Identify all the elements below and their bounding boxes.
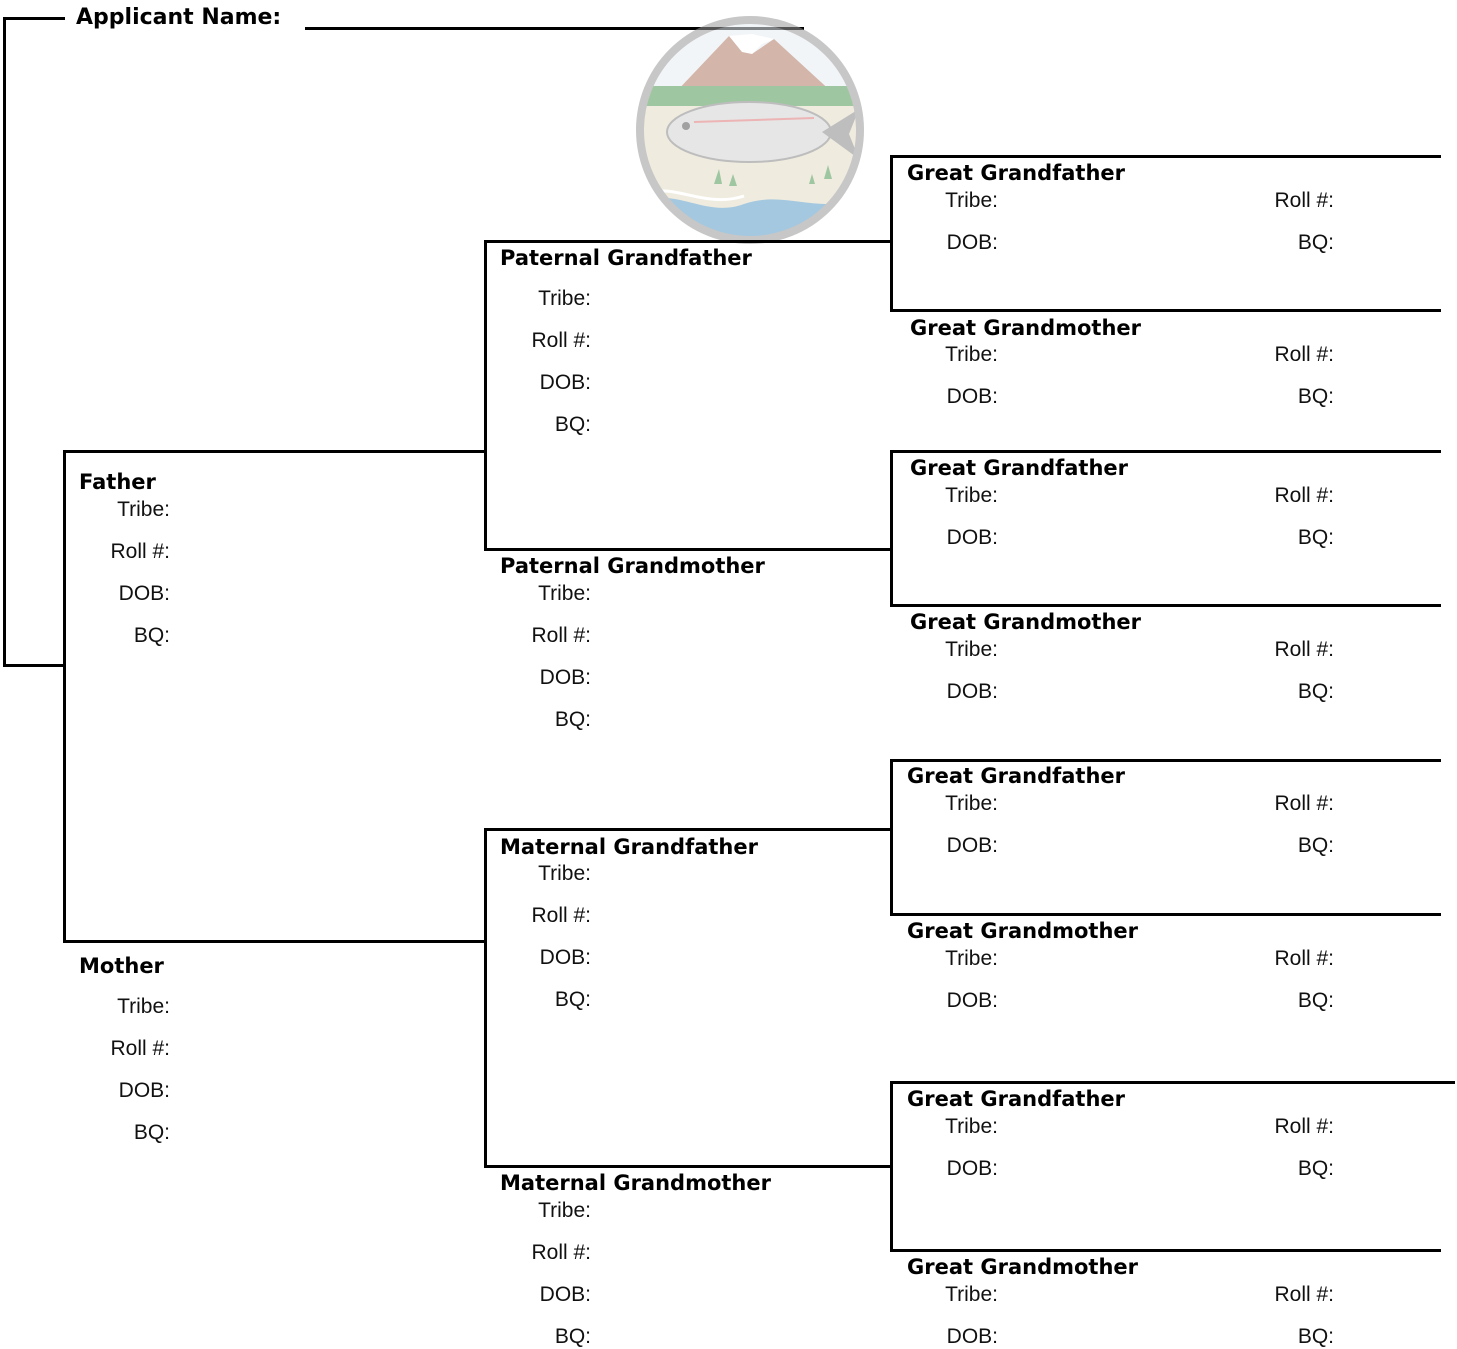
mother-tribe-label: Tribe:	[117, 995, 170, 1018]
maternal-grandmother-title: Maternal Grandmother	[500, 1171, 771, 1195]
gg-line-3	[890, 450, 1441, 453]
paternal-grandfather-line	[484, 240, 893, 243]
gg1-tribe-label: Tribe:	[945, 189, 998, 212]
father-title: Father	[79, 470, 156, 494]
gg3-bq-label: BQ:	[1297, 526, 1334, 549]
gg6-dob-label: DOB:	[946, 989, 998, 1012]
tribal-seal-logo	[636, 16, 864, 244]
pgf-tribe-label: Tribe:	[538, 287, 591, 310]
maternal-grandfather-title: Maternal Grandfather	[500, 835, 758, 859]
paternal-grandmother-line	[484, 548, 893, 551]
pgf-roll-label: Roll #:	[531, 329, 591, 352]
mgf-tribe-label: Tribe:	[538, 862, 591, 885]
gg-line-4	[890, 604, 1441, 607]
gg8-tribe-label: Tribe:	[945, 1283, 998, 1306]
mgf-dob-label: DOB:	[539, 946, 591, 969]
gg5-bq-label: BQ:	[1297, 834, 1334, 857]
gg5-title: Great Grandfather	[907, 764, 1125, 788]
gg1-title: Great Grandfather	[907, 161, 1125, 185]
gg2-roll-label: Roll #:	[1274, 343, 1334, 366]
gg-line-1	[890, 155, 1441, 158]
gg-bracket-3	[890, 759, 893, 916]
pgf-dob-label: DOB:	[539, 371, 591, 394]
gg6-roll-label: Roll #:	[1274, 947, 1334, 970]
mother-line	[63, 940, 487, 943]
mgm-tribe-label: Tribe:	[538, 1199, 591, 1222]
mother-dob-label: DOB:	[118, 1079, 170, 1102]
mgm-roll-label: Roll #:	[531, 1241, 591, 1264]
gg6-bq-label: BQ:	[1297, 989, 1334, 1012]
applicant-name-label: Applicant Name:	[76, 5, 282, 30]
gg4-title: Great Grandmother	[910, 610, 1141, 634]
mgm-bq-label: BQ:	[554, 1325, 591, 1348]
gg8-dob-label: DOB:	[946, 1325, 998, 1348]
gg2-dob-label: DOB:	[946, 385, 998, 408]
gg-bracket-4	[890, 1081, 893, 1252]
gg2-tribe-label: Tribe:	[945, 343, 998, 366]
mother-title: Mother	[79, 954, 164, 978]
gg-line-6	[890, 913, 1441, 916]
father-tribe-label: Tribe:	[117, 498, 170, 521]
gg3-dob-label: DOB:	[946, 526, 998, 549]
pgf-bq-label: BQ:	[554, 413, 591, 436]
gg4-bq-label: BQ:	[1297, 680, 1334, 703]
gg2-title: Great Grandmother	[910, 316, 1141, 340]
father-bq-label: BQ:	[133, 624, 170, 647]
gg6-tribe-label: Tribe:	[945, 947, 998, 970]
gg4-roll-label: Roll #:	[1274, 638, 1334, 661]
gg5-dob-label: DOB:	[946, 834, 998, 857]
mgf-roll-label: Roll #:	[531, 904, 591, 927]
maternal-grandmother-line	[484, 1165, 893, 1168]
gg-bracket-1	[890, 155, 893, 312]
gg1-dob-label: DOB:	[946, 231, 998, 254]
gg5-roll-label: Roll #:	[1274, 792, 1334, 815]
pgm-dob-label: DOB:	[539, 666, 591, 689]
gg6-title: Great Grandmother	[907, 919, 1138, 943]
gg7-dob-label: DOB:	[946, 1157, 998, 1180]
parents-bracket-vertical	[63, 450, 66, 942]
gg-bracket-2	[890, 450, 893, 607]
gg5-tribe-label: Tribe:	[945, 792, 998, 815]
paternal-grandmother-title: Paternal Grandmother	[500, 554, 765, 578]
paternal-bracket-vertical	[484, 240, 487, 551]
maternal-bracket-vertical	[484, 828, 487, 1168]
gg1-bq-label: BQ:	[1297, 231, 1334, 254]
gg4-dob-label: DOB:	[946, 680, 998, 703]
gg7-bq-label: BQ:	[1297, 1157, 1334, 1180]
father-roll-label: Roll #:	[110, 540, 170, 563]
gg-line-7	[890, 1081, 1455, 1084]
pgm-bq-label: BQ:	[554, 708, 591, 731]
maternal-grandfather-line	[484, 828, 893, 831]
gg8-bq-label: BQ:	[1297, 1325, 1334, 1348]
gg7-title: Great Grandfather	[907, 1087, 1125, 1111]
pgm-tribe-label: Tribe:	[538, 582, 591, 605]
applicant-name-field[interactable]	[305, 27, 804, 30]
paternal-grandfather-title: Paternal Grandfather	[500, 246, 752, 270]
mgf-bq-label: BQ:	[554, 988, 591, 1011]
gg8-roll-label: Roll #:	[1274, 1283, 1334, 1306]
mother-roll-label: Roll #:	[110, 1037, 170, 1060]
mgm-dob-label: DOB:	[539, 1283, 591, 1306]
gg7-roll-label: Roll #:	[1274, 1115, 1334, 1138]
applicant-bracket-top	[3, 17, 65, 20]
gg2-bq-label: BQ:	[1297, 385, 1334, 408]
applicant-bracket-bottom	[3, 664, 65, 667]
father-dob-label: DOB:	[118, 582, 170, 605]
pgm-roll-label: Roll #:	[531, 624, 591, 647]
gg3-tribe-label: Tribe:	[945, 484, 998, 507]
gg3-roll-label: Roll #:	[1274, 484, 1334, 507]
gg-line-2	[890, 309, 1441, 312]
applicant-bracket-vertical	[3, 17, 6, 667]
gg7-tribe-label: Tribe:	[945, 1115, 998, 1138]
mother-bq-label: BQ:	[133, 1121, 170, 1144]
gg-line-8	[890, 1249, 1441, 1252]
father-line	[63, 450, 487, 453]
gg8-title: Great Grandmother	[907, 1255, 1138, 1279]
gg4-tribe-label: Tribe:	[945, 638, 998, 661]
gg-line-5	[890, 759, 1441, 762]
gg3-title: Great Grandfather	[910, 456, 1128, 480]
gg1-roll-label: Roll #:	[1274, 189, 1334, 212]
